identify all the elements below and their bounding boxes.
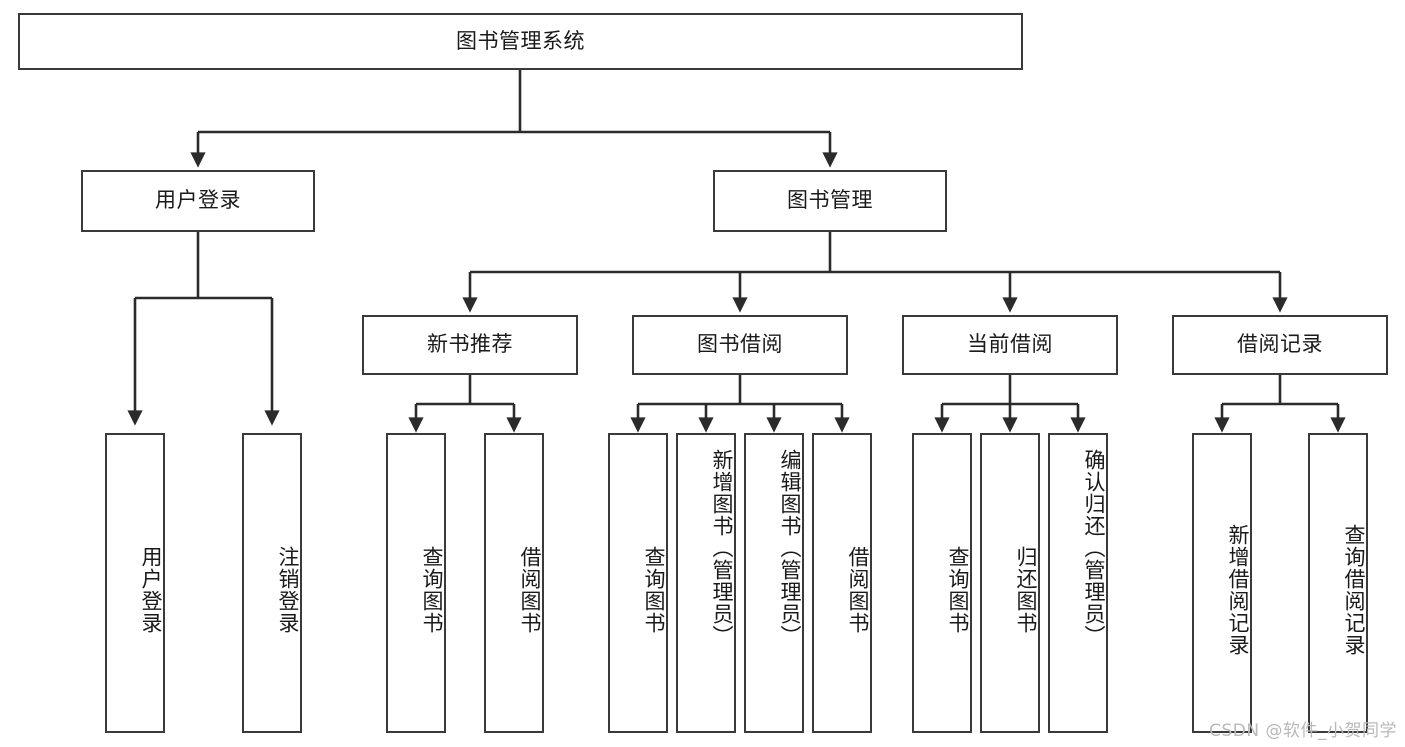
node-user-login[interactable]: 用户登录 bbox=[81, 170, 315, 232]
leaf-return-book[interactable]: 归还图书 bbox=[980, 433, 1040, 733]
node-book-borrow[interactable]: 图书借阅 bbox=[632, 315, 848, 375]
leaf-borrow-book-new[interactable]: 借阅图书 bbox=[484, 433, 544, 733]
leaf-query-book-new[interactable]: 查询图书 bbox=[386, 433, 446, 733]
leaf-add-borrow-record[interactable]: 新增借阅记录 bbox=[1192, 433, 1252, 733]
node-root-system[interactable]: 图书管理系统 bbox=[18, 13, 1023, 70]
leaf-add-book-admin[interactable]: 新增图书（管理员） bbox=[676, 433, 736, 733]
leaf-edit-book-admin[interactable]: 编辑图书（管理员） bbox=[744, 433, 804, 733]
leaf-user-login[interactable]: 用户登录 bbox=[105, 433, 165, 733]
leaf-confirm-return-admin[interactable]: 确认归还（管理员） bbox=[1048, 433, 1108, 733]
node-borrow-record[interactable]: 借阅记录 bbox=[1172, 315, 1388, 375]
leaf-query-book-borrow[interactable]: 查询图书 bbox=[608, 433, 668, 733]
csdn-watermark: CSDN @软件_小贺同学 bbox=[1209, 721, 1397, 741]
leaf-query-borrow-record[interactable]: 查询借阅记录 bbox=[1308, 433, 1368, 733]
leaf-query-book-current[interactable]: 查询图书 bbox=[912, 433, 972, 733]
node-new-book-recommend[interactable]: 新书推荐 bbox=[362, 315, 578, 375]
node-book-management[interactable]: 图书管理 bbox=[713, 170, 947, 232]
leaf-borrow-book[interactable]: 借阅图书 bbox=[812, 433, 872, 733]
leaf-logout-login[interactable]: 注销登录 bbox=[242, 433, 302, 733]
node-current-borrow[interactable]: 当前借阅 bbox=[902, 315, 1118, 375]
